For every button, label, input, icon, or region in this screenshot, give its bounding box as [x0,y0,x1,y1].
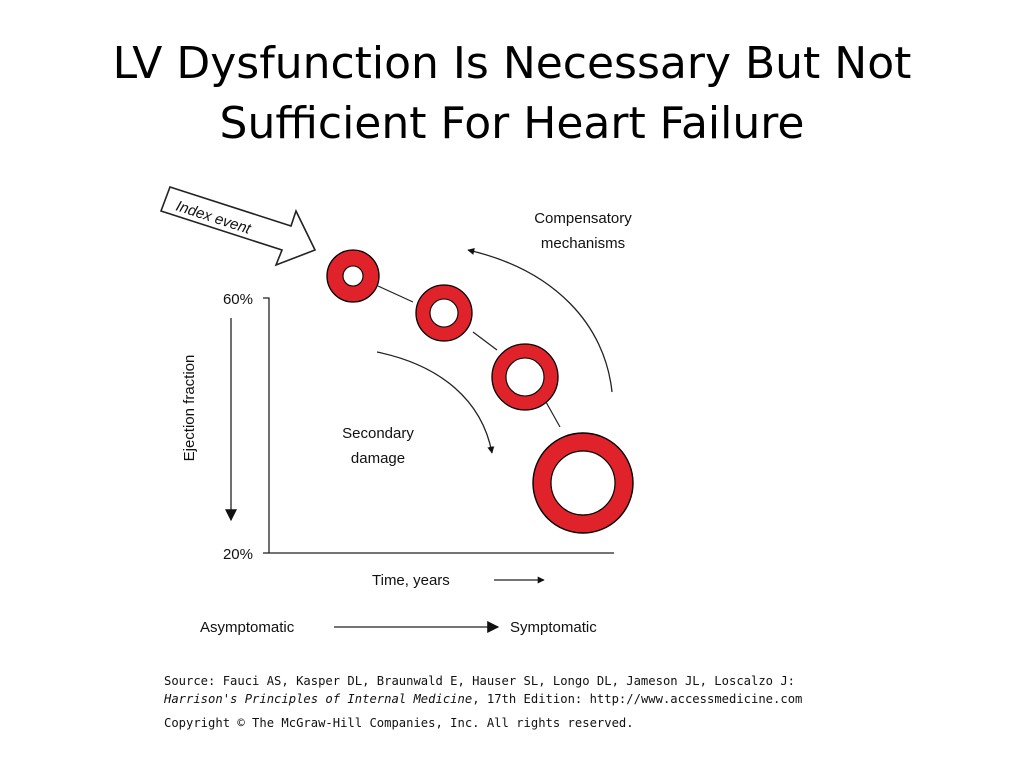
source-book-title: Harrison's Principles of Internal Medici… [164,692,473,706]
source-edition-url: , 17th Edition: http://www.accessmedicin… [472,692,803,706]
slide-title-line-1: LV Dysfunction Is Necessary But Not [112,38,912,89]
ring-connector-3 [545,401,561,428]
compensatory-label-line-1: Compensatory [534,210,632,227]
compensatory-label-line-2: mechanisms [541,235,625,252]
copyright-line: Copyright © The McGraw-Hill Companies, I… [164,716,634,730]
x-axis-label: Time, years [372,572,450,589]
secondary-damage-arrow [376,351,495,454]
source-citation: Source: Fauci AS, Kasper DL, Braunwald E… [164,672,984,732]
y-axis-label: Ejection fraction [181,355,198,462]
ventricle-ring-4 [532,432,634,534]
compensatory-arrow [467,248,613,393]
y-tick-label-bottom: 20% [223,546,253,563]
y-axis-line [263,297,270,553]
secondary-damage-label-line-2: damage [351,450,405,467]
ventricle-ring-1 [326,249,380,303]
slide-title: LV Dysfunction Is Necessary But Not Suff… [0,34,1024,154]
y-tick-label-top: 60% [223,291,253,308]
slide-title-line-2: Sufficient For Heart Failure [219,98,805,149]
index-event-arrow: Index event [159,186,317,267]
source-line-2: Harrison's Principles of Internal Medici… [164,690,984,708]
symptomatic-label: Symptomatic [510,619,597,636]
secondary-damage-label-line-1: Secondary [342,425,414,442]
ring-connector-2 [472,331,498,351]
source-line-1: Source: Fauci AS, Kasper DL, Braunwald E… [164,674,796,688]
ring-connector-1 [377,285,414,303]
ventricle-ring-2 [415,284,473,342]
ventricle-ring-3 [491,343,559,411]
asymptomatic-label: Asymptomatic [200,619,295,636]
